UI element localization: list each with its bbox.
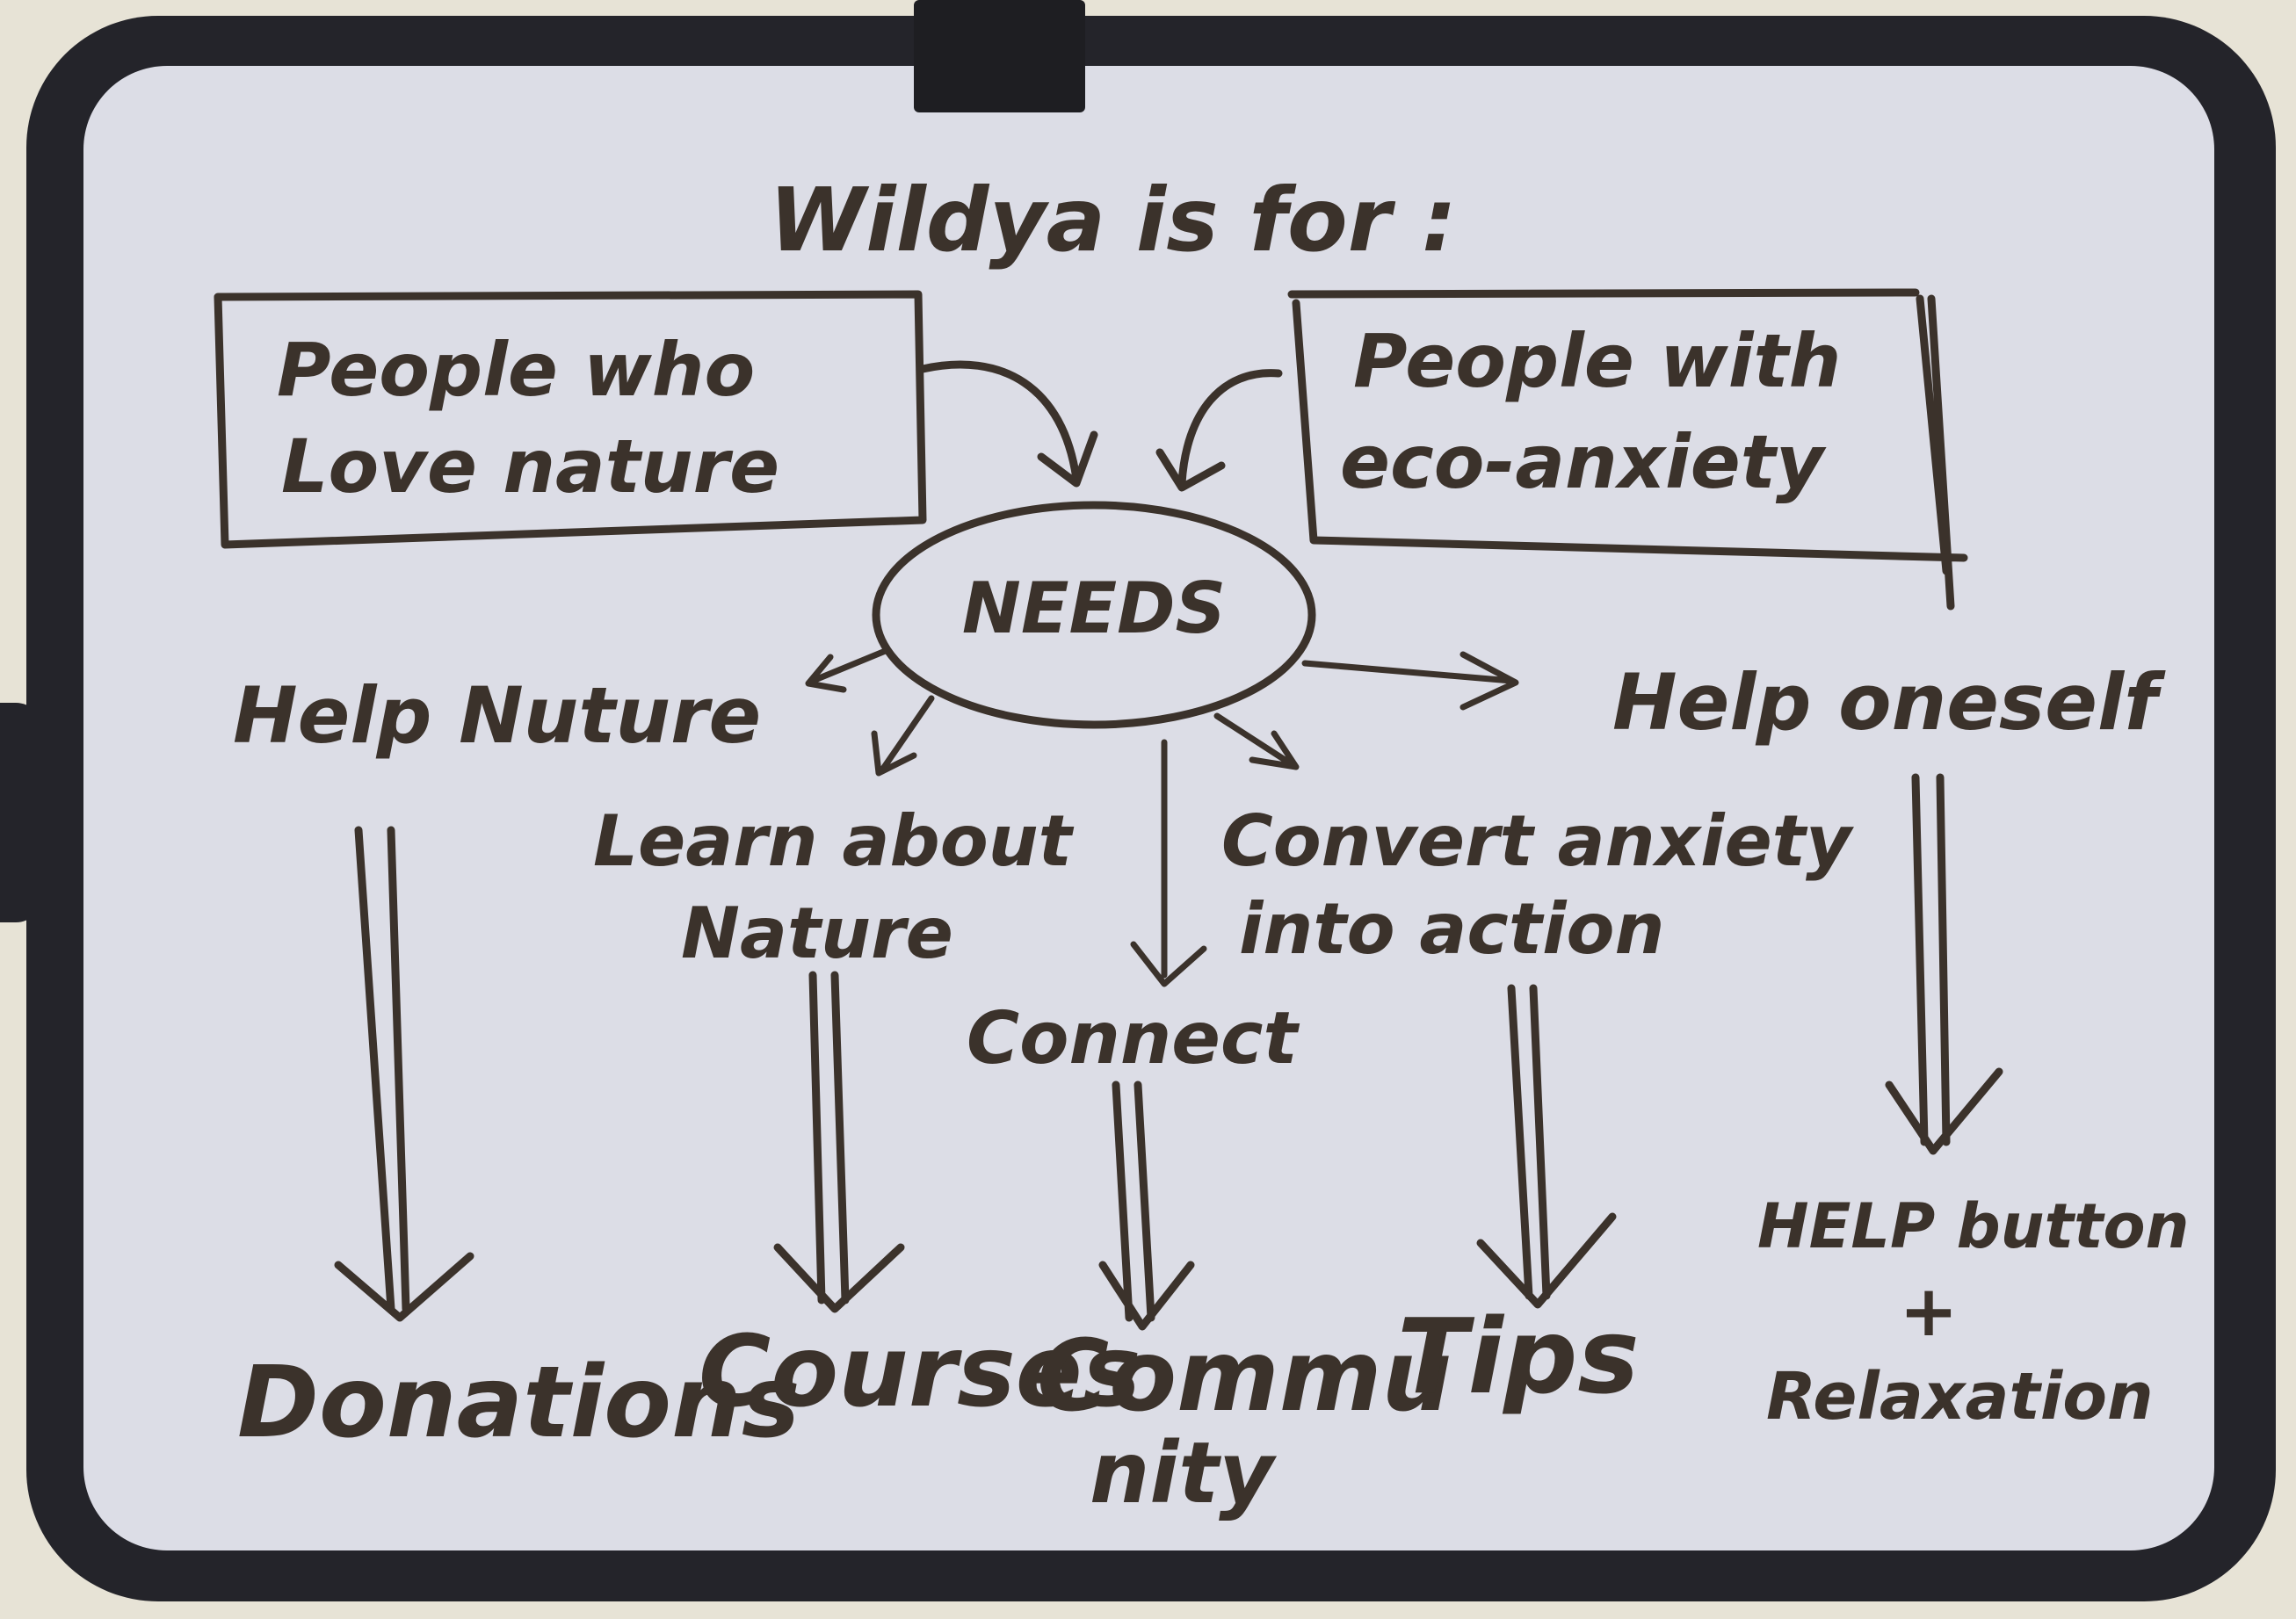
outcome-community-line1: Commu [1037,1319,1452,1434]
need-connect: Connect [967,997,1300,1081]
needs-ellipse [872,501,1316,729]
need-help-nature: Help Nuture [233,670,761,761]
audience-nature-lovers-line1: People who [277,327,755,413]
need-convert-line2: into action [1239,888,1664,970]
need-learn-line1: Learn about [593,800,1075,882]
arrow-needs-to-help-nature [805,647,891,693]
arrow-nature-lovers-to-needs [918,360,1098,488]
outcome-donations: Donations [237,1346,800,1460]
need-help-oneself: Help oneself [1612,657,2166,748]
need-convert-line1: Convert anxiety [1221,800,1854,882]
outcome-tips: Tips [1397,1296,1640,1417]
need-learn-line2: Nature [681,893,953,974]
arrow-needs-to-convert [1213,712,1300,770]
arrow-needs-to-help-oneself [1301,651,1519,711]
arrow-needs-to-connect [1130,739,1207,987]
outcome-help-button-line2: + [1899,1270,1958,1352]
audience-nature-lovers-line2: Love nature [281,423,779,510]
audience-eco-anxiety-line1: People with [1353,318,1841,404]
audience-eco-anxiety-line2: eco-anxiety [1340,419,1827,505]
arrow-eco-anxiety-to-needs [1155,369,1283,492]
arrow-connect-to-community [1098,1081,1195,1331]
arrow-learn-to-courses [773,971,905,1313]
arrow-needs-to-learn [871,695,935,777]
arrow-help-nature-to-donations [334,826,474,1322]
outcome-community-line2: nity [1090,1424,1277,1522]
diagram-title: Wildya is for : [769,169,1457,271]
arrow-help-oneself-to-relaxation [1885,773,2003,1155]
audience-box-nature-lovers [214,290,927,549]
needs-label: NEEDS [962,567,1226,649]
audience-box-eco-anxiety [1287,288,1968,611]
outcome-help-button-line3: Relaxation [1766,1359,2154,1435]
arrow-convert-to-tips [1476,984,1617,1309]
outcome-help-button-line1: HELP button [1757,1190,2189,1262]
magnet-clip [914,0,1085,112]
outcome-courses: Courses [699,1315,1141,1429]
whiteboard-side-tab [0,703,42,922]
